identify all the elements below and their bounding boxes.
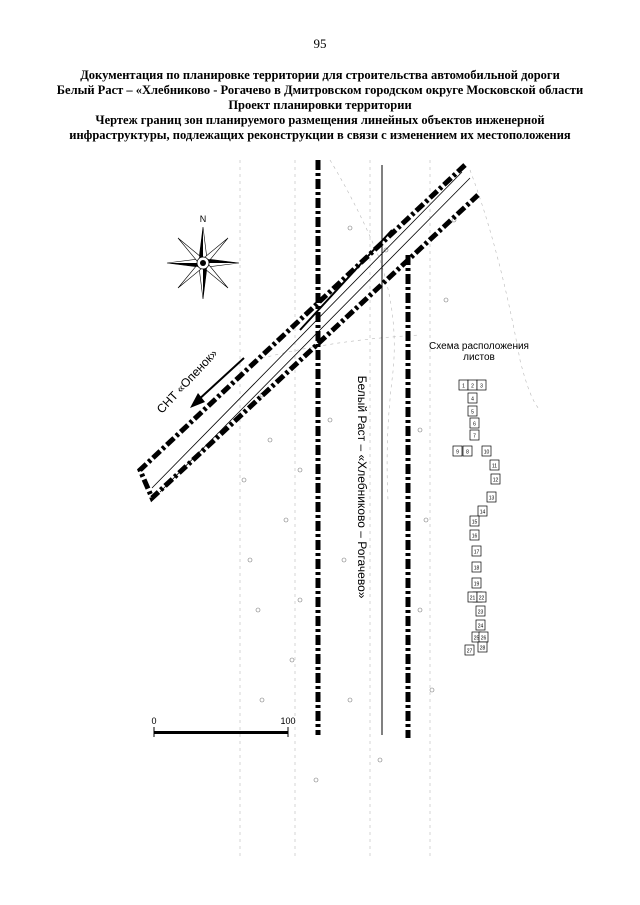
sheet-number: 3 [480, 384, 483, 390]
sheet-box: 13 [486, 491, 497, 503]
sheet-number: 7 [473, 434, 476, 440]
sheet-number: 24 [478, 624, 484, 630]
sheet-box: 14 [477, 505, 488, 517]
sheet-number: 11 [492, 464, 497, 470]
sheet-number: 21 [470, 596, 476, 602]
sheet-number: 2 [471, 384, 474, 390]
sheet-number: 1 [462, 384, 465, 390]
sheet-box: 10 [481, 445, 492, 457]
sheet-box: 3 [476, 379, 487, 391]
header-line-4: Чертеж границ зон планируемого размещени… [95, 113, 545, 127]
sheet-box: 8 [462, 445, 473, 457]
road-boundaries [315, 160, 411, 738]
sheet-box: 6 [469, 417, 480, 429]
corridor-inner-line-2 [159, 177, 471, 493]
sheet-box: 22 [476, 591, 487, 603]
sheet-box: 24 [475, 619, 486, 631]
sheet-box: 11 [489, 459, 500, 471]
sheet-box: 27 [464, 644, 475, 656]
sheet-box: 2 [467, 379, 478, 391]
corridor-outer-boundary [137, 163, 480, 503]
sheet-box: 21 [467, 591, 478, 603]
sheet-number: 22 [479, 596, 485, 602]
sheet-number: 13 [489, 496, 495, 502]
sheet-number: 25 [474, 636, 480, 642]
sheet-number: 9 [456, 450, 459, 456]
sheet-box: 18 [471, 561, 482, 573]
sheet-number: 6 [473, 422, 476, 428]
sheet-box: 12 [490, 473, 501, 485]
sheet-number: 5 [471, 410, 474, 416]
inset-title-2: листов [463, 352, 495, 363]
sheet-box: 16 [469, 529, 480, 541]
sheet-number: 14 [480, 510, 486, 516]
header-line-3: Проект планировки территории [228, 98, 412, 112]
road-label: Белый Раст – «Хлебниково – Рогачево» [355, 376, 369, 599]
sheet-box: 23 [475, 605, 486, 617]
corridor-centre-line [299, 229, 393, 331]
sheet-number: 23 [478, 610, 484, 616]
sheet-number: 12 [493, 478, 499, 484]
scale-end-label: 100 [280, 716, 295, 726]
corridor-inner-line-1 [151, 171, 463, 489]
sheet-number: 8 [466, 450, 469, 456]
survey-grid [239, 159, 541, 860]
sheet-box: 15 [469, 515, 480, 527]
sheet-box: 5 [467, 405, 478, 417]
sheet-number: 18 [474, 566, 480, 572]
sheet-number: 26 [481, 636, 487, 642]
compass-north-label: N [200, 214, 207, 224]
inset-title-1: Схема расположения [429, 341, 529, 352]
sheet-box: 9 [452, 445, 463, 457]
sheet-box: 7 [469, 429, 480, 441]
sheet-box: 26 [478, 631, 489, 643]
snt-corridor [137, 163, 480, 503]
sheet-number: 16 [472, 534, 478, 540]
sheet-box: 1 [458, 379, 469, 391]
sheet-box: 19 [471, 577, 482, 589]
header-line-5: инфраструктуры, подлежащих реконструкции… [69, 128, 571, 142]
compass-rose-icon [166, 226, 240, 300]
sheet-number: 28 [480, 646, 486, 652]
sheet-box: 17 [471, 545, 482, 557]
document-header: Документация по планировке территории дл… [40, 68, 600, 143]
sheet-number: 4 [471, 397, 474, 403]
sheet-number: 27 [467, 649, 473, 655]
survey-points [241, 202, 457, 783]
snt-arrow [190, 357, 245, 408]
header-line-2: Белый Раст – «Хлебниково - Рогачево в Дм… [56, 83, 584, 97]
sheet-number: 10 [484, 450, 490, 456]
sheet-number: 15 [472, 520, 478, 526]
sheet-box: 28 [477, 641, 488, 653]
sheet-box: 4 [467, 392, 478, 404]
sheet-number: 17 [474, 550, 480, 556]
header-line-1: Документация по планировке территории дл… [80, 68, 560, 82]
scale-start-label: 0 [151, 716, 156, 726]
page-number: 95 [313, 36, 327, 51]
scale-bar: 0 100 [151, 716, 296, 737]
sheet-number: 19 [474, 582, 480, 588]
